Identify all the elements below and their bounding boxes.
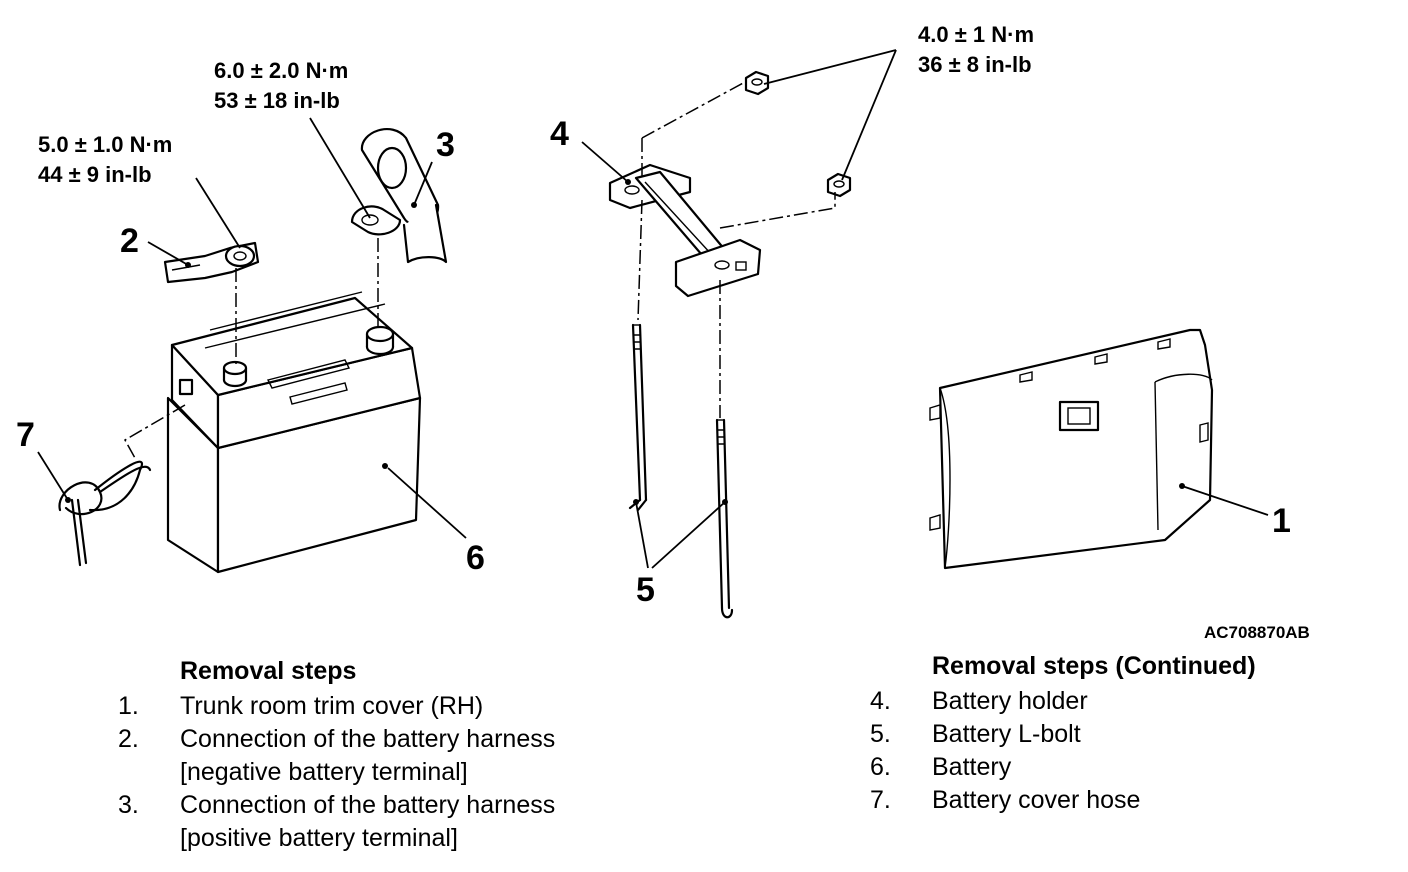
torque-negative-nm: 5.0 ± 1.0 N·m	[38, 132, 172, 157]
removal-step: 3. Connection of the battery harness [po…	[118, 789, 555, 855]
step-number: 2.	[118, 725, 139, 753]
negative-terminal-clamp	[163, 241, 260, 284]
torque-negative-inlb: 44 ± 9 in-lb	[38, 162, 152, 187]
step-text-line: Connection of the battery harness	[180, 791, 556, 819]
step-text-line: [negative battery terminal]	[180, 758, 468, 786]
battery-cover-hose	[58, 460, 152, 567]
step-number: 5.	[870, 720, 891, 748]
step-text: Battery holder	[932, 687, 1088, 715]
callout-7: 7	[16, 416, 35, 454]
removal-step: 6. Battery	[870, 751, 1256, 784]
torque-holder-inlb: 36 ± 8 in-lb	[918, 52, 1032, 77]
torque-positive-nm: 6.0 ± 2.0 N·m	[214, 58, 348, 83]
step-number: 6.	[870, 753, 891, 781]
step-number: 7.	[870, 786, 891, 814]
figure-code: AC708870AB	[1204, 623, 1310, 642]
callout-2: 2	[120, 222, 139, 260]
torque-positive-inlb: 53 ± 18 in-lb	[214, 88, 340, 113]
battery-holder	[608, 163, 762, 298]
step-text: Battery L-bolt	[932, 720, 1081, 748]
battery-l-bolt-right	[715, 418, 734, 619]
battery-illustration	[166, 291, 422, 574]
removal-step: 7. Battery cover hose	[870, 784, 1256, 817]
step-text: Battery	[932, 753, 1012, 781]
callout-1: 1	[1272, 502, 1291, 540]
holder-nut-lower	[826, 172, 852, 198]
assembly-lines	[123, 81, 836, 459]
removal-steps-continued: Removal steps (Continued) 4. Battery hol…	[870, 650, 1256, 817]
step-text: Connection of the battery harness [posit…	[180, 789, 555, 855]
removal-step: 5. Battery L-bolt	[870, 718, 1256, 751]
removal-steps: Removal steps 1. Trunk room trim cover (…	[118, 655, 555, 855]
step-text-line: Connection of the battery harness	[180, 725, 556, 753]
battery-l-bolt-left	[628, 323, 648, 512]
step-number: 4.	[870, 687, 891, 715]
callout-4: 4	[550, 115, 569, 153]
positive-terminal-clamp	[350, 128, 448, 264]
callout-6: 6	[466, 539, 485, 577]
step-text: Battery cover hose	[932, 786, 1141, 814]
holder-nut-upper	[744, 70, 770, 96]
removal-step: 2. Connection of the battery harness [ne…	[118, 723, 555, 789]
removal-step: 1. Trunk room trim cover (RH)	[118, 690, 555, 723]
torque-holder-nm: 4.0 ± 1 N·m	[918, 22, 1034, 47]
step-number: 3.	[118, 791, 139, 819]
step-text: Trunk room trim cover (RH)	[180, 692, 484, 720]
removal-steps-continued-title: Removal steps (Continued)	[932, 652, 1256, 680]
trunk-trim-cover	[929, 328, 1214, 570]
callout-5: 5	[636, 571, 655, 609]
removal-steps-title: Removal steps	[180, 657, 357, 685]
step-number: 1.	[118, 692, 139, 720]
callout-3: 3	[436, 126, 455, 164]
step-text: Connection of the battery harness [negat…	[180, 723, 555, 789]
leader-lines	[37, 49, 1269, 569]
removal-step: 4. Battery holder	[870, 685, 1256, 718]
step-text-line: [positive battery terminal]	[180, 824, 458, 852]
